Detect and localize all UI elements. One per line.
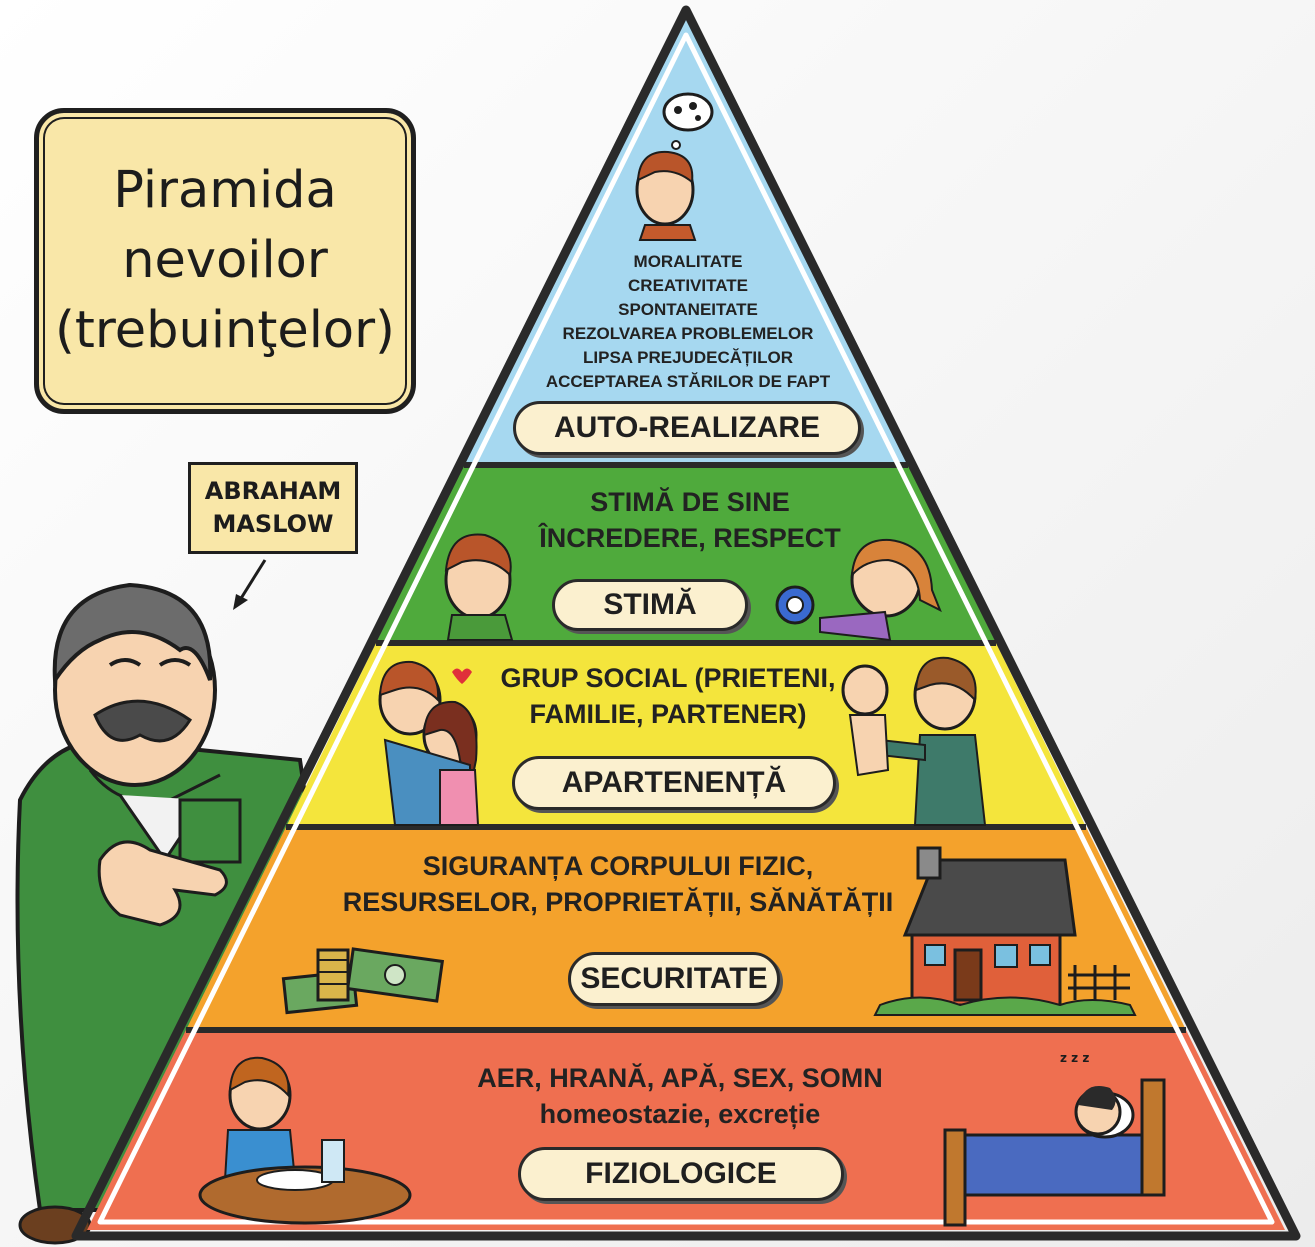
need-item: LIPSA PREJUDECĂȚILOR — [582, 348, 794, 367]
author-last-name: MASLOW — [212, 510, 334, 538]
need-item: SIGURANȚA CORPULUI FIZIC, — [422, 851, 814, 881]
chimney — [916, 846, 942, 880]
self-actualization-needs: MORALITATE CREATIVITATE SPONTANEITATE RE… — [546, 250, 830, 394]
title-line: (trebuinţelor) — [55, 301, 395, 360]
level-label-self-actualization: AUTO-REALIZARE — [513, 401, 861, 455]
physiological-needs: AER, HRANĂ, APĂ, SEX, SOMN homeostazie, … — [477, 1060, 883, 1132]
fence — [1068, 965, 1130, 1000]
need-item: AER, HRANĂ, APĂ, SEX, SOMN — [477, 1063, 883, 1093]
pointer-arrow — [238, 559, 267, 601]
door — [953, 948, 983, 1002]
title-line: Piramida — [113, 161, 337, 220]
thinking-boy-icon — [635, 92, 714, 241]
author-name-box: ABRAHAM MASLOW — [188, 462, 358, 554]
title-line: nevoilor — [122, 231, 328, 290]
level-label-physiological: FIZIOLOGICE — [518, 1147, 844, 1201]
belonging-needs: GRUP SOCIAL (PRIETENI, FAMILIE, PARTENER… — [500, 660, 835, 732]
house-icon — [873, 846, 1137, 1016]
shirt-pocket — [178, 798, 242, 864]
glass-icon — [321, 1139, 345, 1183]
need-item: RESURSELOR, PROPRIETĂȚII, SĂNĂTĂȚII — [342, 887, 894, 917]
need-item: SPONTANEITATE — [618, 300, 758, 319]
eating-boy-icon — [198, 1056, 412, 1225]
level-label-esteem: STIMĂ — [552, 579, 748, 631]
sleeping-boy-bed-icon: z z z — [943, 1051, 1166, 1227]
heart-icon — [452, 668, 472, 684]
need-item: MORALITATE — [633, 252, 743, 271]
need-item: REZOLVAREA PROBLEMELOR — [562, 324, 814, 343]
level-label-belonging: APARTENENȚĂ — [512, 756, 836, 810]
thumbs-up-hand — [97, 840, 228, 927]
esteem-kids-icon — [444, 533, 942, 642]
title-box: Piramida nevoilor (trebuinţelor) — [34, 108, 416, 414]
esteem-needs: STIMĂ DE SINE ÎNCREDERE, RESPECT — [539, 484, 841, 556]
need-item: FAMILIE, PARTENER) — [529, 699, 807, 729]
need-item: GRUP SOCIAL (PRIETENI, — [500, 663, 836, 693]
need-item: STIMĂ DE SINE — [590, 487, 790, 517]
maslow-mustache — [93, 699, 193, 743]
table-icon — [198, 1165, 412, 1225]
security-needs: SIGURANȚA CORPULUI FIZIC, RESURSELOR, PR… — [343, 848, 894, 920]
need-item: ÎNCREDERE, RESPECT — [539, 523, 841, 553]
belonging-family-icon — [378, 656, 987, 826]
maslow-hair — [52, 582, 213, 687]
need-item: ACCEPTAREA STĂRILOR DE FAPT — [545, 372, 831, 391]
level-label-security: SECURITATE — [568, 952, 780, 1006]
svg-text:z z z: z z z — [1060, 1051, 1089, 1065]
money-stack-icon — [281, 947, 445, 1015]
pyramid-outline — [71, 5, 1301, 1241]
level-esteem-band — [376, 465, 996, 643]
need-item: CREATIVITATE — [628, 276, 748, 295]
baby-icon — [841, 664, 889, 716]
author-first-name: ABRAHAM — [204, 477, 342, 505]
need-item: homeostazie, excreție — [539, 1099, 821, 1129]
